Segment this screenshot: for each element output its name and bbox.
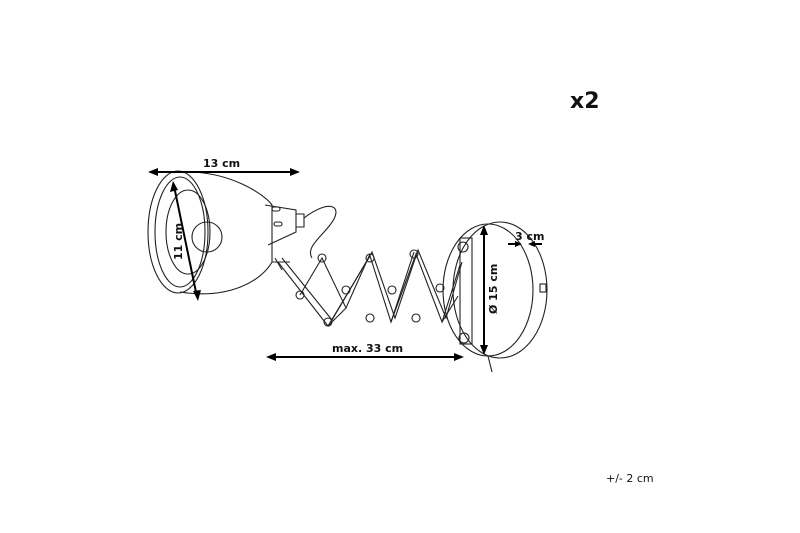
wall-plate-diameter-dimension: Ø 15 cm xyxy=(480,225,500,355)
quantity-label: x2 xyxy=(570,89,600,114)
wall-plate-depth-dimension: 3 cm xyxy=(508,230,544,247)
wall-plate-diameter-label: Ø 15 cm xyxy=(487,264,500,314)
arm-extension-label: max. 33 cm xyxy=(332,342,403,355)
shade-length-dimension: 13 cm xyxy=(148,157,300,176)
scissor-arm xyxy=(277,248,463,327)
lamp-shade xyxy=(147,170,337,295)
arm-extension-dimension: max. 33 cm xyxy=(266,342,464,361)
shade-diameter-label: 11 cm xyxy=(172,223,185,260)
wall-plate xyxy=(442,221,548,373)
wall-plate-depth-label: 3 cm xyxy=(515,230,544,243)
shade-length-label: 13 cm xyxy=(203,157,240,170)
tolerance-label: +/- 2 cm xyxy=(606,472,654,485)
shade-diameter-dimension: 11 cm xyxy=(170,181,201,301)
